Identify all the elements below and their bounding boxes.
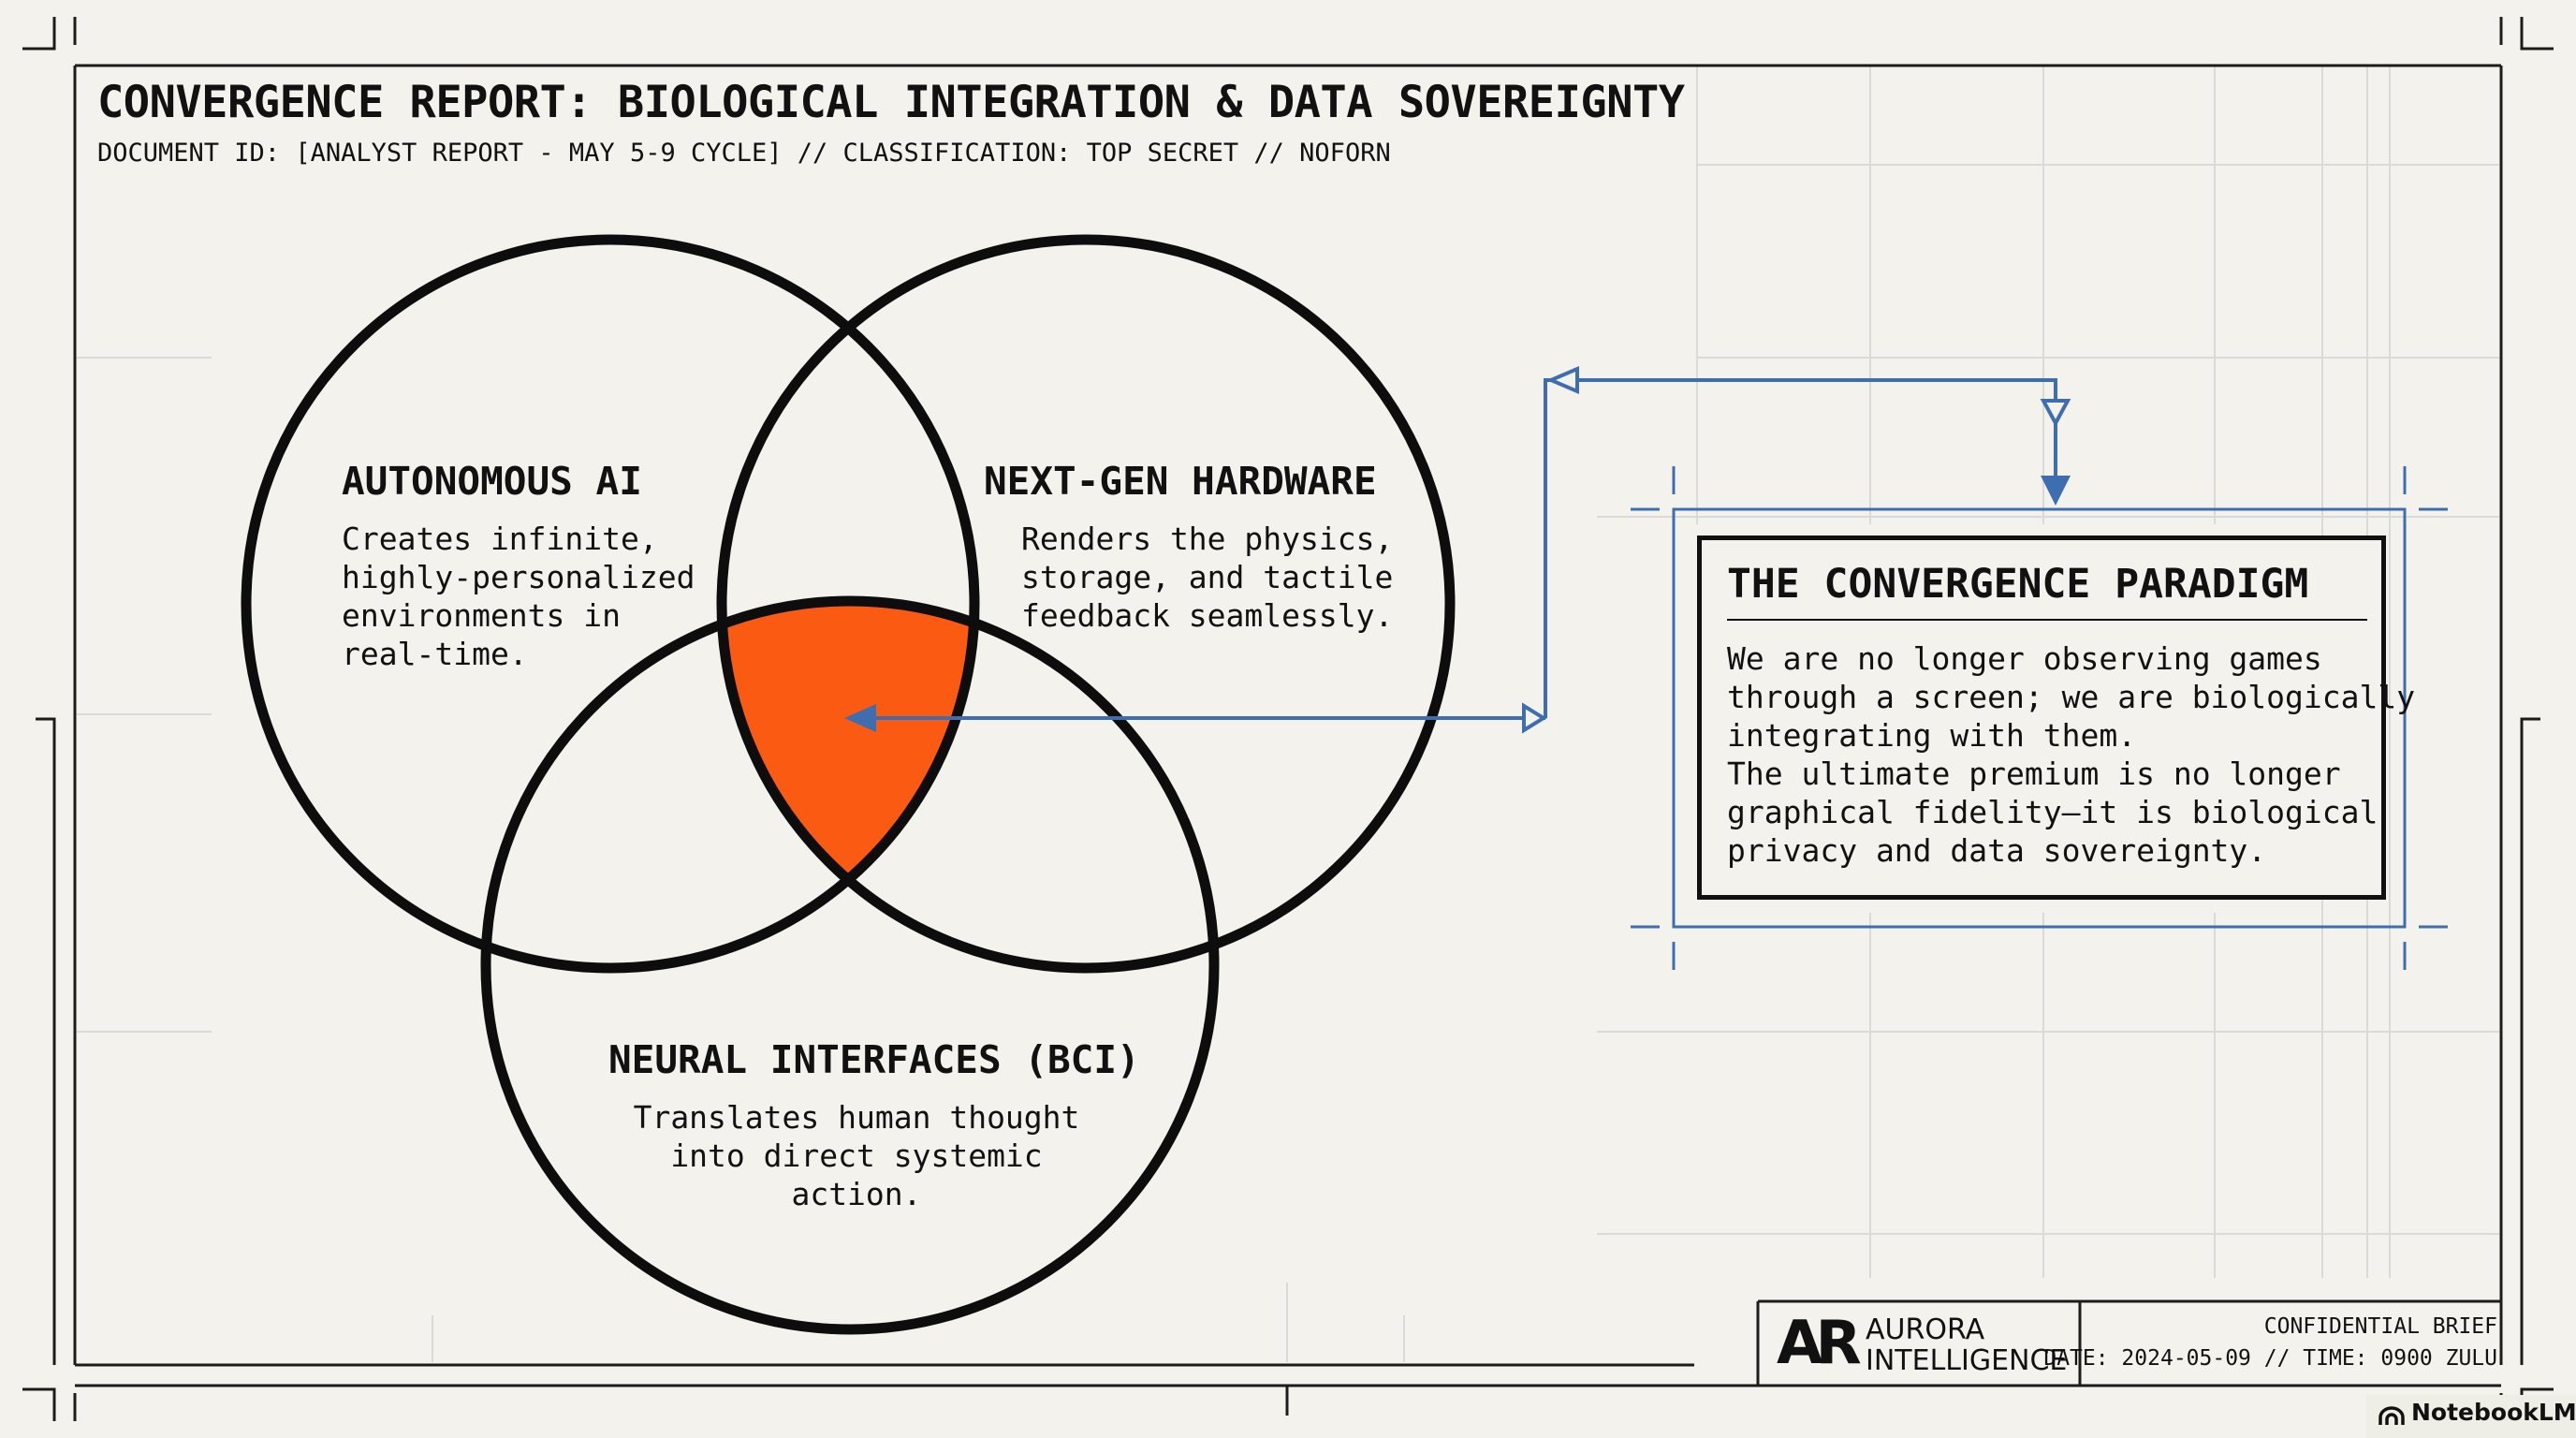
callout-title: THE CONVERGENCE PARADIGM <box>1727 561 2309 608</box>
callout-bracket <box>1631 466 2448 970</box>
circle-autonomous-ai <box>241 234 980 974</box>
circle-next-gen-hardware <box>716 234 1456 974</box>
set-desc-next-gen-hardware: Renders the physics, storage, and tactil… <box>1021 521 1394 634</box>
arrow-open-right <box>1522 702 1547 734</box>
arrow-open-left <box>1545 365 1579 395</box>
page-title: CONVERGENCE REPORT: BIOLOGICAL INTEGRATI… <box>97 77 1685 128</box>
set-desc-neural-interfaces: Translates human thought into direct sys… <box>633 1099 1080 1212</box>
arrow-solid-down <box>2041 476 2071 506</box>
frame-lines <box>73 64 2503 1416</box>
aurora-logo-icon: AR <box>1777 1309 1862 1378</box>
convergence-paradigm-box: THE CONVERGENCE PARADIGM We are no longe… <box>1697 536 2415 900</box>
callout-body: We are no longer observing games through… <box>1727 640 2416 869</box>
notebooklm-logo-icon <box>2378 1406 2405 1425</box>
watermark-badge <box>2366 1395 2576 1438</box>
confidential-label: CONFIDENTIAL BRIEF <box>2263 1314 2497 1339</box>
brand-name: AURORA INTELLIGENCE <box>1866 1313 2068 1377</box>
watermark-text: NotebookLM <box>2411 1399 2576 1426</box>
set-title-autonomous-ai: AUTONOMOUS AI <box>342 459 642 504</box>
arrow-to-intersection <box>844 704 876 732</box>
connector-elbow <box>1544 378 2057 718</box>
set-desc-autonomous-ai: Creates infinite, highly-personalized en… <box>342 521 695 672</box>
date-time-stamp: DATE: 2024-05-09 // TIME: 0900 ZULU <box>2043 1346 2497 1371</box>
arrow-open-down <box>2040 399 2071 428</box>
document-id-line: DOCUMENT ID: [ANALYST REPORT - MAY 5-9 C… <box>97 139 1391 168</box>
set-title-neural-interfaces: NEURAL INTERFACES (BCI) <box>608 1037 1140 1082</box>
set-title-next-gen-hardware: NEXT-GEN HARDWARE <box>984 459 1377 504</box>
circle-neural-interfaces <box>480 595 1220 1335</box>
callout-divider <box>1727 619 2367 621</box>
